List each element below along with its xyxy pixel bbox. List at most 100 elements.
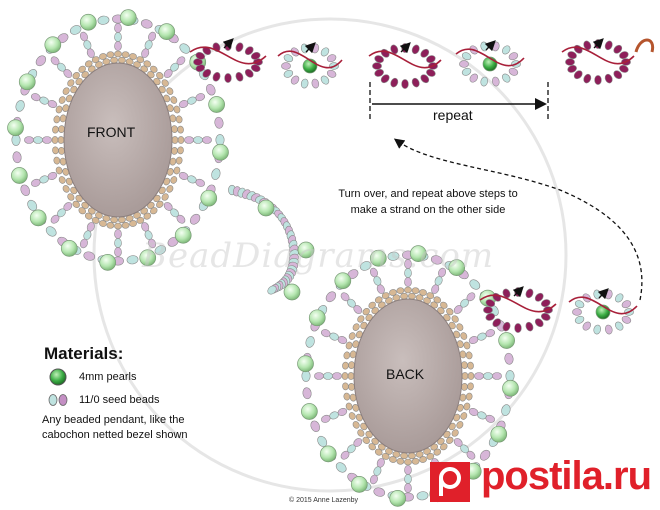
seed-bead (483, 372, 493, 380)
seed-bead (175, 156, 183, 165)
seed-bead (321, 414, 331, 423)
seed-bead (250, 64, 261, 73)
pearl-bead (119, 9, 137, 26)
seed-bead (461, 67, 472, 76)
strand-step (455, 40, 525, 87)
seed-bead (416, 491, 429, 501)
seed-bead (51, 136, 59, 144)
seed-bead (396, 458, 405, 465)
seed-bead (301, 370, 311, 382)
seed-bead (31, 93, 41, 102)
pearl-bead (389, 490, 407, 507)
seed-bead (534, 318, 544, 328)
seed-bead (404, 259, 412, 269)
seed-bead (615, 321, 624, 331)
seed-bead (341, 372, 349, 380)
seed-bead (31, 178, 41, 187)
seed-bead (369, 474, 378, 485)
seed-bead (166, 87, 174, 95)
seed-bead (78, 65, 86, 73)
seed-bead (173, 166, 181, 175)
seed-bead (290, 75, 300, 85)
seed-bead (593, 324, 601, 335)
seed-bead (340, 450, 350, 460)
brand-logo-icon (430, 462, 470, 502)
seed-bead (396, 287, 405, 294)
direction-arrow (222, 38, 234, 50)
seed-bead (461, 372, 469, 380)
pearl-legend-icon (49, 368, 67, 386)
seed-bead (45, 226, 57, 237)
seed-bead (173, 105, 181, 114)
seed-bead (15, 100, 25, 112)
direction-arrow (399, 42, 411, 54)
seed-bead (78, 207, 86, 215)
seed-bead (343, 351, 351, 360)
seed-bead (345, 341, 353, 350)
seed-bead (404, 465, 412, 475)
pearl-bead (308, 309, 326, 327)
seed-bead (583, 40, 592, 51)
hanging-loop-strand (228, 184, 315, 301)
seed-bead (426, 55, 436, 64)
seed-bead (326, 54, 337, 63)
seed-bead (72, 72, 80, 80)
seed-bead (374, 55, 384, 64)
seed-bead (177, 125, 184, 134)
pearl-bead (283, 283, 301, 301)
seed-bead (300, 43, 309, 54)
seed-bead (492, 76, 500, 87)
seed-bead (419, 289, 427, 296)
seed-bead (170, 176, 178, 184)
seed-bead (480, 76, 488, 87)
seed-bead (57, 136, 65, 144)
seed-bead (368, 301, 376, 309)
seed-bead (20, 184, 30, 196)
seed-bead (176, 214, 186, 224)
seed-bead (84, 212, 93, 220)
strand-step (189, 38, 267, 83)
seed-bead (565, 58, 575, 66)
net-spokes (314, 259, 502, 493)
pearl-bead (60, 240, 78, 257)
seed-bead (320, 75, 330, 85)
seed-bead (52, 146, 59, 155)
seed-bead (79, 238, 88, 249)
pearl-bead (502, 379, 519, 397)
seed-bead (91, 56, 100, 63)
seed-bead (567, 51, 577, 60)
seed-bead (359, 261, 372, 271)
seed-bead (175, 115, 183, 124)
seed-bead (469, 279, 481, 290)
seed-bead (593, 289, 601, 300)
seed-bead (446, 436, 454, 444)
seed-bead (362, 308, 370, 316)
pearl-bead (409, 245, 427, 262)
seed-bead (148, 238, 157, 249)
seed-bead (224, 73, 232, 83)
seed-bead (467, 372, 475, 380)
seed-bead (387, 251, 400, 261)
brand-watermark: postila.ru (420, 442, 660, 510)
top-step-sequence (189, 38, 655, 89)
pearl-bead (200, 189, 218, 207)
seed-bead (501, 404, 511, 416)
thread-path (368, 50, 442, 69)
pearl-bead (99, 254, 117, 271)
seed-bead (114, 229, 122, 239)
seed-bead (381, 453, 390, 460)
seed-bead (91, 217, 100, 224)
seed-bead (50, 214, 60, 224)
seed-bead (465, 392, 473, 401)
seed-bead (594, 75, 602, 85)
seed-bead (619, 64, 629, 73)
seed-bead (97, 15, 110, 25)
seed-bead (514, 323, 522, 333)
seed-bead (99, 220, 107, 227)
seed-bead (492, 318, 502, 328)
repeat-bracket (369, 82, 549, 120)
seed-bead (381, 292, 390, 299)
pearl-bead (498, 332, 515, 349)
seed-bead (368, 443, 376, 451)
seed-bead (161, 79, 169, 87)
